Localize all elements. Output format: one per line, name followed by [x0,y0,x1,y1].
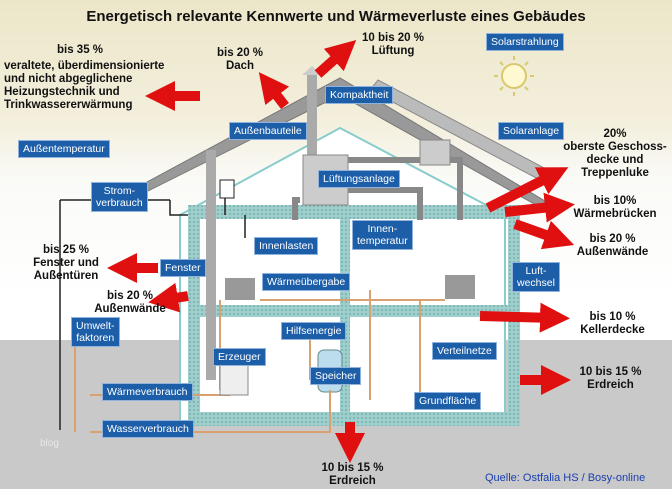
label-aussentemperatur: Außentemperatur [18,140,110,158]
ventilation-loss: 10 bis 20 %Lüftung [353,32,433,58]
label: Dach [225,60,255,72]
label-solarstrahlung: Solarstrahlung [486,33,564,51]
label-speicher: Speicher [310,367,362,385]
label-waermeuebergabe: Wärmeübergabe [262,273,351,291]
watermark: blog [40,438,59,449]
thermal-bridges-loss: bis 10%Wärmebrücken [565,195,665,221]
pct: 10 bis 15 % [321,462,384,474]
soil-loss-bottom: 10 bis 15 %Erdreich [310,462,395,488]
source-credit: Quelle: Ostfalia HS / Bosy-online [485,472,646,484]
pct: 20% [603,128,627,140]
text-line: wechsel [517,277,555,289]
text-line: Treppenluke [581,167,649,179]
text-line: Umwelt- [76,320,115,332]
pct: bis 10% [593,195,637,207]
pct: bis 10 % [589,311,636,323]
label-solaranlage: Solaranlage [498,122,565,140]
soil-loss-right: 10 bis 15 %Erdreich [568,366,653,392]
label: Lüftung [371,45,415,57]
text-line: verbrauch [96,197,143,209]
label-fenster: Fenster [160,259,206,277]
text-line: Innen- [367,223,398,235]
heating-loss-pct: bis 35 % [56,44,104,56]
text-line: Strom- [103,185,136,197]
pct: bis 20 % [106,290,154,302]
label-hilfsenergie: Hilfsenergie [281,322,347,340]
label: Außenwände [94,303,166,315]
pct: 10 bis 15 % [579,366,642,378]
text-line: Trinkwassererwärmung [4,99,133,111]
outer-walls-loss-left: bis 20 %Außenwände [90,290,170,316]
heating-loss-desc: veraltete, überdimensionierte und nicht … [4,60,164,112]
label-stromverbrauch: Strom-verbrauch [91,182,148,212]
text-line: Heizungstechnik und [4,86,120,98]
loss-arrows [107,40,575,463]
text-line: Luft- [525,265,547,277]
text-line: faktoren [76,332,115,344]
text-line: Außentüren [33,270,99,282]
roof-loss: bis 20 %Dach [205,47,275,73]
label-waermeverbrauch: Wärmeverbrauch [102,383,193,401]
pct: bis 20 % [589,233,636,245]
text-line: Fenster und [33,257,99,269]
label: Wärmebrücken [573,208,657,220]
outer-walls-loss-right: bis 20 %Außenwände [565,233,660,259]
label: Erdreich [587,379,634,391]
label-kompaktheit: Kompaktheit [325,86,394,104]
label-verteilnetze: Verteilnetze [432,342,497,360]
label: Kellerdecke [580,324,645,336]
text-line: decke und [586,154,644,166]
label-erzeuger: Erzeuger [213,348,266,366]
label-innenlasten: Innenlasten [254,237,319,255]
label-innentemperatur: Innen-temperatur [352,220,413,250]
label-wasserverbrauch: Wasserverbrauch [102,420,194,438]
pct: bis 20 % [216,47,264,59]
text-line: und nicht abgeglichene [4,73,133,85]
basement-ceiling-loss: bis 10 %Kellerdecke [565,311,660,337]
pct: 10 bis 20 % [361,32,424,44]
sun-icon [494,56,534,96]
text-line: temperatur [357,235,408,247]
pct: bis 25 % [42,244,90,256]
label-grundflaeche: Grundfläche [414,392,482,410]
text-line: veraltete, überdimensionierte [4,60,165,72]
text-line: oberste Geschoss- [563,141,667,153]
label-aussenbauteile: Außenbauteile [229,122,307,140]
label-luftwechsel: Luft-wechsel [512,262,560,292]
label: Außenwände [576,246,649,258]
page-title: Energetisch relevante Kennwerte und Wärm… [86,8,586,25]
label-lueftungsanlage: Lüftungsanlage [318,170,400,188]
label-umweltfaktoren: Umwelt-faktoren [71,317,120,347]
label: Erdreich [329,475,376,487]
